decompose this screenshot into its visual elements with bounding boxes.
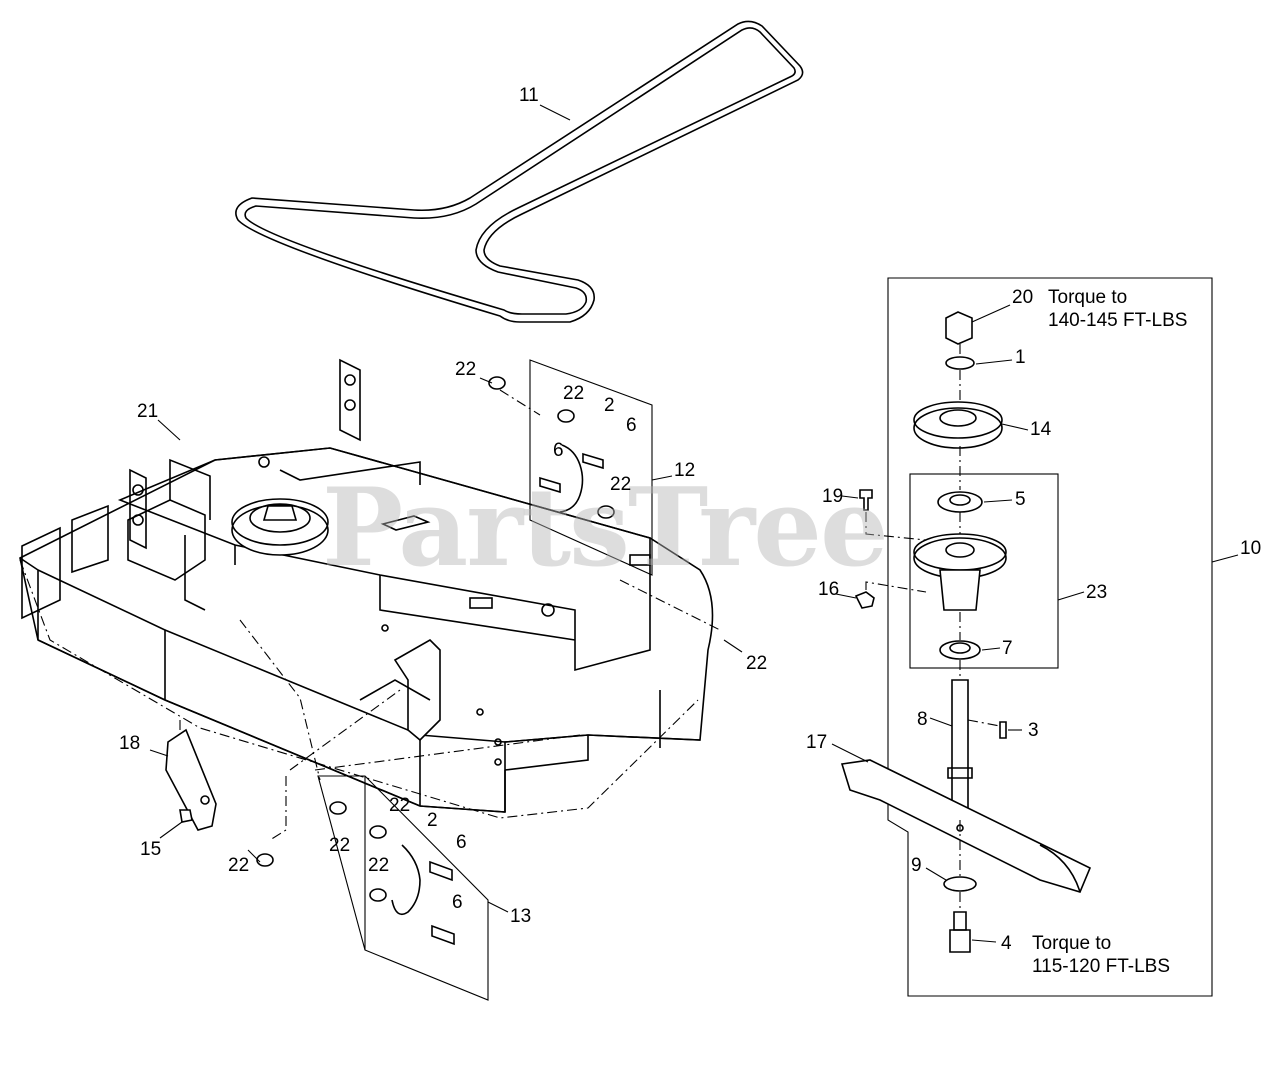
callout-6-a: 6: [626, 415, 637, 436]
callout-12: 12: [674, 460, 696, 481]
nut-torque-line1: Torque to: [1048, 287, 1128, 308]
bolt-torque-line2: 115-120 FT-LBS: [1032, 956, 1171, 977]
callout-10: 10: [1240, 538, 1262, 559]
callout-16: 16: [818, 579, 840, 600]
callout-6-c: 6: [456, 832, 467, 853]
callout-7: 7: [1002, 638, 1013, 659]
mower-deck-icon: [19, 358, 714, 813]
bolt-torque-line1: Torque to: [1032, 933, 1112, 954]
callout-1: 1: [1015, 347, 1026, 368]
callout-22-c: 22: [610, 474, 632, 495]
callout-18: 18: [119, 733, 141, 754]
callout-22-a: 22: [455, 359, 477, 380]
nut-torque-line2: 140-145 FT-LBS: [1048, 310, 1188, 331]
callout-22-h: 22: [368, 855, 390, 876]
callout-21: 21: [137, 401, 159, 422]
callout-17: 17: [806, 732, 828, 753]
callout-9: 9: [911, 855, 922, 876]
callout-14: 14: [1030, 419, 1052, 440]
callout-6-d: 6: [452, 892, 463, 913]
callout-2-a: 2: [604, 395, 615, 416]
bolt-torque-note: Torque to 115-120 FT-LBS: [1032, 932, 1170, 978]
nut-torque-note: Torque to 140-145 FT-LBS: [1048, 286, 1187, 332]
callout-22-f: 22: [329, 835, 351, 856]
callout-22-d: 22: [746, 653, 768, 674]
callout-22-g: 22: [389, 795, 411, 816]
callout-8: 8: [917, 709, 928, 730]
callout-20: 20: [1012, 287, 1034, 308]
callout-13: 13: [510, 906, 532, 927]
mower-blade-icon: [840, 759, 1092, 893]
callout-22-b: 22: [563, 383, 585, 404]
callout-5: 5: [1015, 489, 1026, 510]
callout-6-b: 6: [553, 440, 564, 461]
callout-3: 3: [1028, 720, 1039, 741]
callout-22-e: 22: [228, 855, 250, 876]
callout-2-b: 2: [427, 810, 438, 831]
callout-15: 15: [140, 839, 162, 860]
callout-23: 23: [1086, 582, 1108, 603]
drive-belt-icon: [235, 20, 804, 323]
callout-11: 11: [519, 85, 539, 106]
callout-4: 4: [1001, 933, 1012, 954]
callout-19: 19: [822, 486, 844, 507]
spindle-assembly-icon: [854, 311, 1007, 953]
